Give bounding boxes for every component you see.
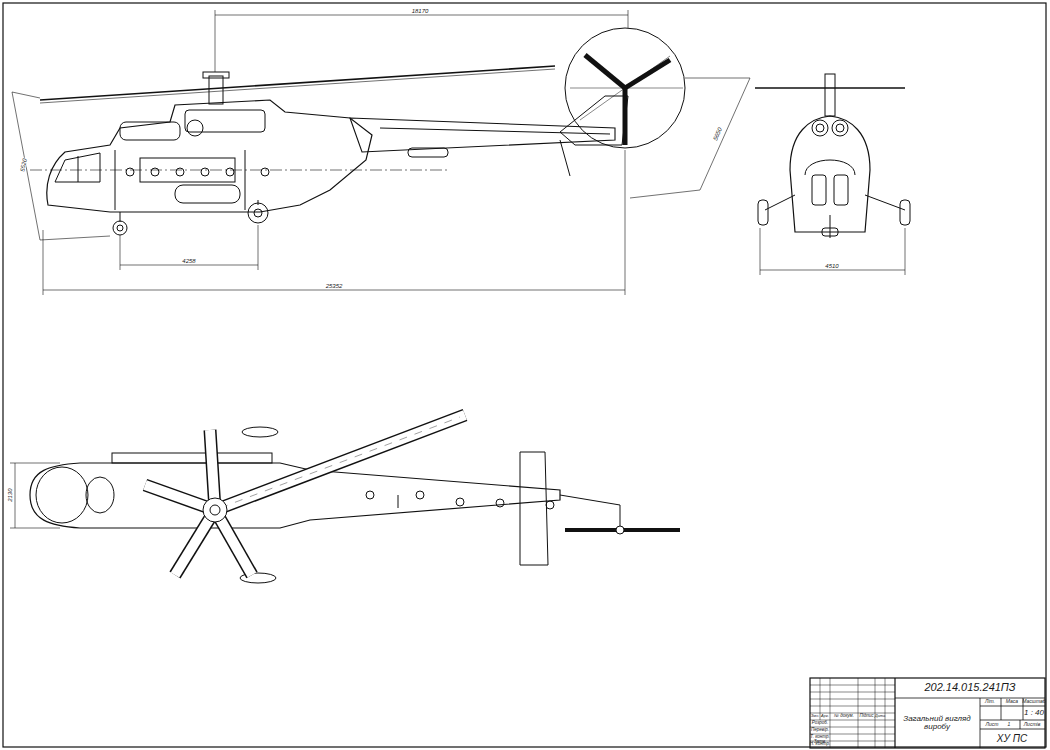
- title-block-header: Дата: [875, 714, 886, 718]
- title-block-header: Літ.: [985, 699, 995, 704]
- organization-code: ХУ ПС: [997, 734, 1027, 745]
- front-view: [755, 74, 910, 275]
- drawing-number: 202.14.015.241ПЗ: [924, 682, 1015, 694]
- title-block-header: Змн.: [811, 714, 820, 718]
- sheet-number: 1: [1008, 722, 1011, 727]
- scale-value: 1 : 40: [1024, 709, 1044, 717]
- title-block-header: Лист: [986, 722, 999, 727]
- side-view: [12, 10, 750, 295]
- dimension-value: 18170: [411, 8, 430, 14]
- drawing-title: Загальний вигляд виробу: [902, 715, 972, 732]
- title-block-row: Розроб.: [812, 721, 828, 726]
- title-block-header: Масштаб: [1022, 699, 1045, 704]
- title-block: [810, 678, 1045, 748]
- title-block-row: Т. контр.: [810, 735, 829, 740]
- sheet-frame: [3, 3, 1046, 747]
- top-view: [10, 415, 680, 583]
- dimension-value: 4258: [181, 258, 196, 264]
- title-block-header: Маса: [1006, 699, 1018, 704]
- dimension-value: 4510: [824, 263, 839, 269]
- dimension-value: 2130: [7, 487, 13, 502]
- title-block-header: № докум.: [834, 714, 854, 719]
- title-block-header: Арк.: [821, 714, 829, 718]
- title-block-header: Листів: [1024, 722, 1041, 727]
- title-block-row: Перевір.: [811, 728, 829, 733]
- title-block-header: Підпис: [860, 714, 874, 719]
- title-block-row: Затв.: [814, 740, 827, 745]
- dimension-value: 25352: [325, 283, 344, 289]
